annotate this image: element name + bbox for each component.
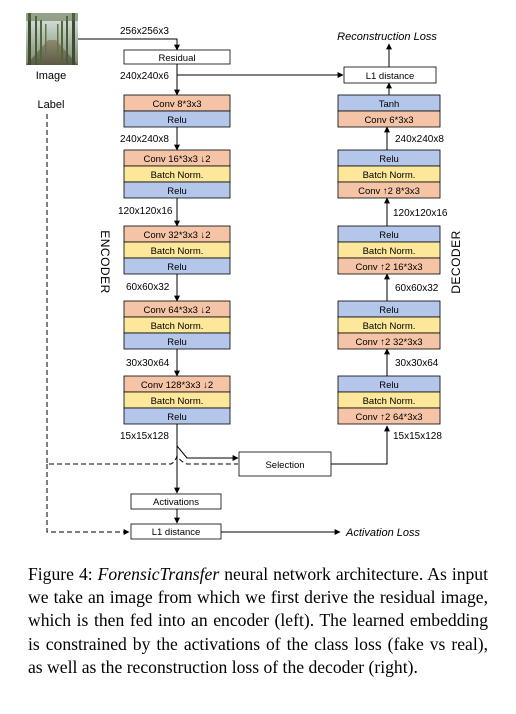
decoder-block-0: Tanh Conv 6*3x3 — [337, 94, 441, 128]
image-to-residual-arrow — [78, 38, 180, 51]
conv-label: Conv 6*3x3 — [364, 115, 413, 126]
batchnorm-label: Batch Norm. — [151, 170, 204, 181]
encoder-block-4: Conv 128*3x3 ↓2 Batch Norm. Relu — [123, 375, 231, 425]
selection-to-decoder-arrow — [331, 425, 390, 465]
relu-label: Relu — [167, 115, 187, 126]
relu-label: Relu — [379, 154, 399, 165]
decoder-dim-label: 15x15x128 — [393, 431, 442, 442]
conv-layer — [337, 110, 441, 128]
conv-label: Conv ↑2 64*3x3 — [355, 412, 422, 423]
encoder-block-1: Conv 16*3x3 ↓2 Batch Norm. Relu — [123, 149, 231, 199]
relu-label: Relu — [379, 305, 399, 316]
encoder-dim-label: 60x60x32 — [126, 282, 170, 293]
batchnorm-label: Batch Norm. — [363, 396, 416, 407]
conv-layer — [337, 181, 441, 199]
conv-layer — [337, 257, 441, 275]
encoder-dim-label: 120x120x16 — [118, 206, 173, 217]
relu-label: Relu — [167, 337, 187, 348]
activations-box — [130, 493, 222, 510]
architecture-diagram: Image Label 256x256x3 Residual 240x240x6… — [26, 13, 463, 540]
selection-box — [238, 451, 332, 477]
residual-label: Residual — [159, 53, 196, 64]
conv-label: Conv 128*3x3 ↓2 — [141, 380, 213, 391]
conv-label: Conv 32*3x3 ↓2 — [143, 230, 210, 241]
conv-layer — [337, 407, 441, 425]
relu-label: Relu — [379, 230, 399, 241]
batchnorm-label: Batch Norm. — [151, 246, 204, 257]
decoder-dim-label: 30x30x64 — [395, 358, 439, 369]
l1-distance-top-box — [343, 66, 437, 84]
decoder-dim-label: 240x240x8 — [395, 134, 444, 145]
batchnorm-label: Batch Norm. — [363, 170, 416, 181]
decoder-block-4: Relu Batch Norm. Conv ↑2 64*3x3 — [337, 375, 441, 425]
input-image — [26, 13, 78, 65]
relu-label: Relu — [167, 262, 187, 273]
batchnorm-label: Batch Norm. — [151, 396, 204, 407]
image-label: Image — [36, 70, 67, 82]
embedding-to-selection-arrow — [176, 445, 239, 461]
relu-label: Relu — [167, 186, 187, 197]
decoder-dim-label: 120x120x16 — [393, 208, 448, 219]
activation-loss-label: Activation Loss — [345, 527, 420, 539]
encoder-block-3: Conv 64*3x3 ↓2 Batch Norm. Relu — [123, 300, 231, 350]
l1-distance-bottom-label: L1 distance — [152, 527, 201, 538]
batchnorm-label: Batch Norm. — [151, 321, 204, 332]
caption-title: ForensicTransfer — [97, 564, 220, 584]
conv-label: Conv ↑2 16*3x3 — [355, 262, 422, 273]
figure-caption: Figure 4: ForensicTransfer neural networ… — [28, 563, 488, 679]
l1-distance-top-label: L1 distance — [366, 71, 415, 82]
encoder-block-0: Conv 8*3x3 Relu — [123, 94, 231, 128]
batchnorm-label: Batch Norm. — [363, 321, 416, 332]
encoder-dim-label: 15x15x128 — [120, 431, 169, 442]
reconstruction-loss-label: Reconstruction Loss — [337, 31, 437, 43]
batchnorm-label: Batch Norm. — [363, 246, 416, 257]
relu-label: Relu — [379, 380, 399, 391]
caption-prefix: Figure 4: — [28, 564, 98, 584]
conv-label: Conv 16*3x3 ↓2 — [143, 154, 210, 165]
tanh-label: Tanh — [379, 99, 400, 110]
caption-body: neural network architecture. As input we… — [28, 564, 488, 677]
decoder-block-3: Relu Batch Norm. Conv ↑2 32*3x3 — [337, 300, 441, 350]
conv-label: Conv 8*3x3 — [152, 99, 201, 110]
residual-dim-label: 240x240x6 — [120, 71, 169, 82]
input-dim-label: 256x256x3 — [120, 26, 169, 37]
activations-label: Activations — [153, 497, 199, 508]
relu-label: Relu — [167, 412, 187, 423]
selection-label: Selection — [265, 460, 304, 471]
conv-label: Conv 64*3x3 ↓2 — [143, 305, 210, 316]
encoder-title: ENCODER — [98, 230, 112, 294]
label-to-selection-dashed — [46, 114, 238, 465]
decoder-block-2: Relu Batch Norm. Conv ↑2 16*3x3 — [337, 225, 441, 275]
conv-label: Conv ↑2 32*3x3 — [355, 337, 422, 348]
encoder-block-2: Conv 32*3x3 ↓2 Batch Norm. Relu — [123, 225, 231, 275]
decoder-title: DECODER — [449, 230, 463, 294]
decoder-dim-label: 60x60x32 — [395, 283, 439, 294]
label-to-l1-dashed — [46, 464, 130, 535]
decoder-block-1: Relu Batch Norm. Conv ↑2 8*3x3 — [337, 149, 441, 199]
encoder-dim-label: 30x30x64 — [126, 358, 170, 369]
conv-label: Conv ↑2 8*3x3 — [358, 186, 420, 197]
conv-layer — [337, 332, 441, 350]
label-label: Label — [38, 99, 65, 111]
encoder-dim-label: 240x240x8 — [120, 134, 169, 145]
